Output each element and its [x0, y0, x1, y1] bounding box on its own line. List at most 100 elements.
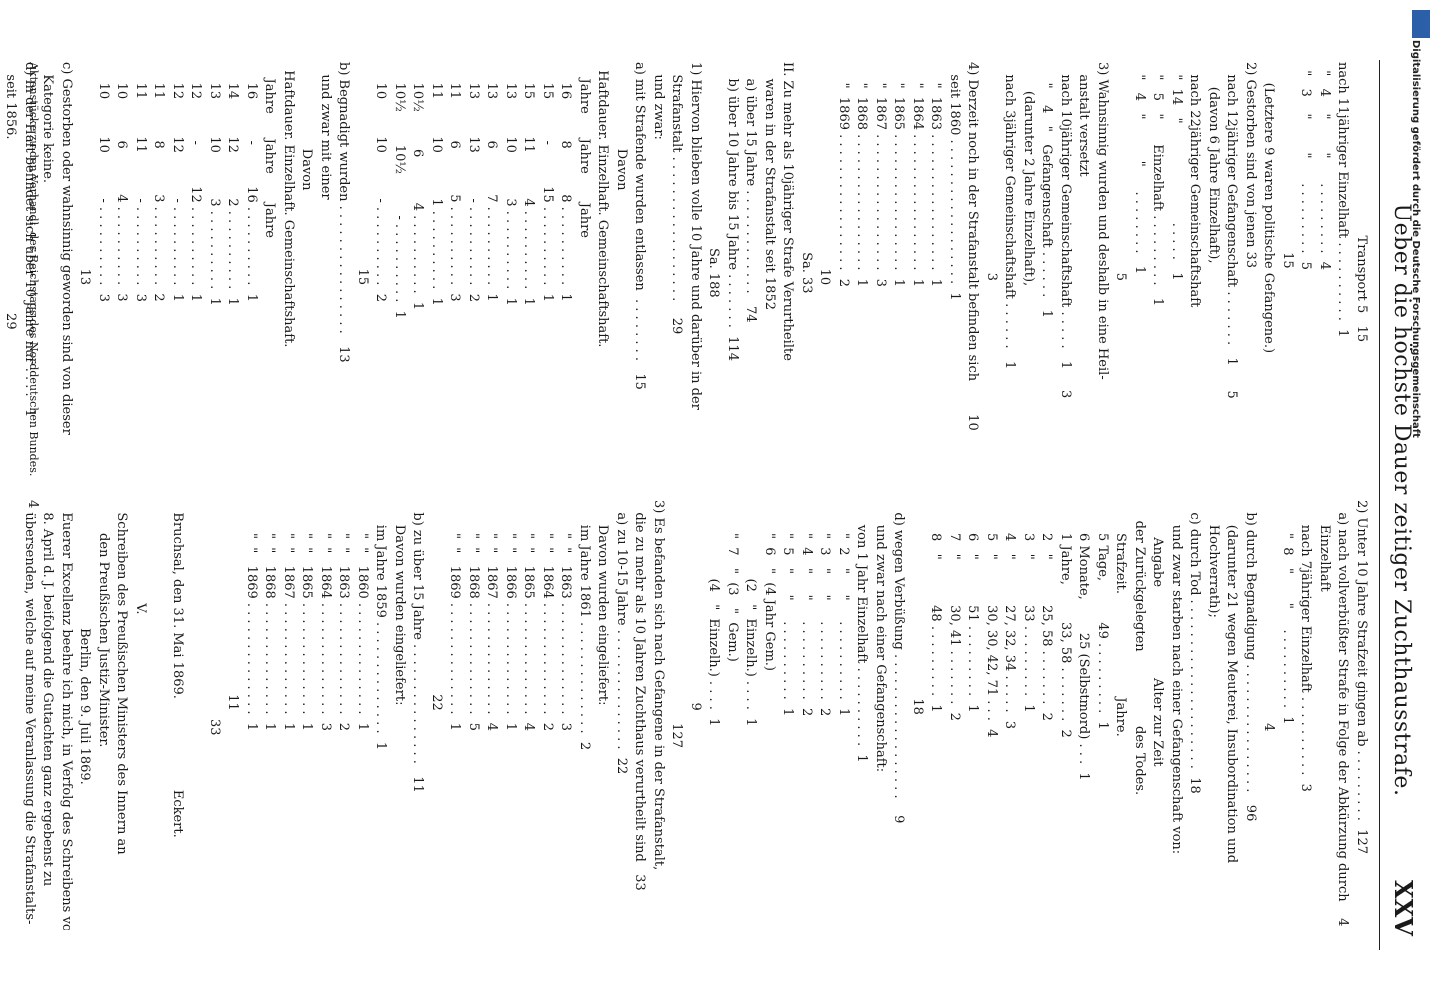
text-line: übersenden, welche auf meine Veranlassun… [22, 500, 37, 925]
text-line [186, 500, 205, 930]
text-line: 5 " 30, 30, 42, 71 . . . 4 [984, 500, 999, 738]
text-line: " 14 " . . . . . 1 [1169, 62, 1184, 281]
text-line: 22 [429, 500, 444, 711]
text-line: " 1864 . . . . . . . . . . . . . . . . .… [910, 62, 925, 288]
text-line: Jahre Jahre Jahre [262, 62, 278, 238]
text-line: (darunter 2 Jahre Einzelhaft), [1021, 62, 1036, 287]
text-line: 10 6 4 . . . . . . . . . . 3 [114, 62, 130, 302]
text-line: " 1869 . . . . . . . . . . . . . . . . .… [836, 62, 851, 288]
text-line: 9 [688, 500, 703, 711]
text-line: 13 6 7 . . . . . . . . . . 1 [484, 62, 500, 302]
text-line: 5 Tage, 49 . . . . . . . . . 1 [1095, 500, 1110, 730]
text-line: Einzelhaft [1317, 500, 1332, 592]
text-line: (davon 6 Jahre Einzelhaft), [1206, 62, 1221, 264]
text-line: Haftdauer. Einzelhaft. Gemeinschaftshaft… [281, 62, 296, 348]
text-line: (2 " Einzelh.) . . . . 1 [743, 500, 759, 727]
text-line: 6 " 51 . . . . . . . . . 1 [965, 500, 981, 713]
text-line: 10 10 - . . . . . . . . . . 2 [373, 62, 389, 302]
text-line: 4) Derzeit noch in der Strafanstalt befi… [965, 62, 981, 431]
text-line: nach 3jähriger Gemeinschaftshaft . . . .… [1002, 62, 1018, 370]
text-line: 10½ 10½ - . . . . . . . . . . 1 [392, 62, 407, 319]
text-line: 18 [910, 500, 925, 715]
text-line: die zu mehr als 10 Jahren Zuchthaus veru… [632, 500, 648, 891]
text-line: nach 10jähriger Gemeinschaftshaft . . . … [1058, 62, 1073, 399]
text-line: 3) Es befanden sich nach Gefangene in de… [651, 500, 666, 871]
text-line: Strafzeit. Jahre. [1113, 500, 1129, 737]
text-line: 12 - 12 . . . . . . . . . . 1 [188, 62, 204, 302]
text-line: 2) Unter 10 Jahre Strafzeit gingen ab . … [1354, 500, 1369, 854]
text-line: (darunter 21 wegen Meuterei, Insubordina… [1224, 500, 1240, 864]
text-line: " " 1867 . . . . . . . . . . . . . . 4 [484, 500, 500, 732]
text-line: b) über 10 Jahre bis 15 Jahre . . . . . … [725, 62, 740, 361]
text-line: im Jahre 1861 . . . . . . . . . . . . . … [577, 500, 592, 751]
text-line: Sa. 33 [799, 62, 814, 294]
text-line: Davon [614, 62, 629, 191]
credit-text: Digitalisierung gefördert durch die Deut… [1410, 40, 1421, 438]
text-line: nach 22jähriger Gemeinschaftshaft [1187, 62, 1203, 308]
text-line: " " 1863 . . . . . . . . . . . . . . 3 [558, 500, 574, 732]
text-line: 13 10 3 . . . . . . . . . . 1 [503, 62, 518, 306]
text-line: " 4 " Gefangenschaft . . . . . . 1 [1039, 62, 1055, 318]
text-line: " " 1868 . . . . . . . . . . . . . . 5 [466, 500, 481, 732]
text-line: nach 7jähriger Einzelhaft . . . . . . . … [1298, 500, 1314, 792]
text-line: " " 1864 . . . . . . . . . . . . . . 3 [318, 500, 333, 732]
text-line: " 6 " (4 Jahr Gem.) [762, 500, 777, 671]
text-line: 16 - 16 . . . . . . . . . . 1 [244, 62, 259, 302]
text-line: " " 1869 . . . . . . . . . . . . . . 1 [244, 500, 259, 732]
text-line: " " 1868 . . . . . . . . . . . . . . 1 [262, 500, 278, 732]
footer-note: Aktenstücke zu den Verhandl. des Reichst… [27, 62, 40, 477]
text-line: " " 1865 . . . . . . . . . . . . . . 4 [521, 500, 537, 732]
text-line: 2 " 25, 58 . . . . . . . 2 [1039, 500, 1055, 721]
text-line: (Letztere 9 waren politische Gefangene.) [1261, 62, 1277, 354]
text-line: " 4 " " . . . . . . . . . 4 [1317, 62, 1332, 271]
text-line: Berlin, den 9. Juli 1869. [77, 500, 93, 785]
text-line: 11 6 5 . . . . . . . . . . 3 [447, 62, 463, 302]
text-line [149, 500, 168, 930]
text-line: Davon wurden eingeliefert: [595, 500, 611, 706]
text-line: Sa. 188 [706, 62, 722, 298]
text-line: " 1863 . . . . . . . . . . . . . . . . .… [928, 62, 944, 288]
text-line: 3) Wahnsinnig wurden und deshalb in eine… [1095, 62, 1110, 380]
text-line: und zwar mit einer [318, 62, 333, 200]
text-line: und zwar starben nach einer Gefangenscha… [1169, 500, 1184, 855]
text-line: seit 1856. 29 [3, 62, 19, 330]
footer-signature: 4 [25, 500, 40, 509]
text-line: den Preußischen Justiz-Minister. [96, 500, 111, 748]
text-line: 4 [1261, 500, 1277, 732]
text-line: waren in der Strafanstalt seit 1852 [762, 62, 777, 310]
text-line: im Jahre 1859 . . . . . . . . . . . . . … [373, 500, 389, 751]
text-line: " 1867 . . . . . . . . . . . . . . . . .… [873, 62, 888, 288]
text-line: 1 Jahre, 33, 58 . . . . . . . 2 [1058, 500, 1073, 738]
text-line: II. Zu mehr als 10jähriger Strafe Verurt… [780, 62, 796, 361]
text-line: Davon [299, 62, 315, 191]
text-line: 15 [355, 62, 370, 286]
text-line: und zwar nach einer Gefangenschaft: [873, 500, 888, 773]
text-line: nach 12jähriger Gefangenschaft . . . . .… [1224, 62, 1240, 399]
text-line: 16 8 8 . . . . . . . . . . 1 [558, 62, 574, 302]
text-line: von 1 Jahr Einzelhaft . . . . . . . . . … [854, 500, 870, 763]
text-line: 6 Monate, 25 (Selbstmord) . . . 1 [1076, 500, 1092, 781]
text-line: 13 13 - . . . . . . . . . . 2 [466, 62, 481, 302]
text-line: d) wegen Verbüßung . . . . . . . . . . .… [891, 500, 907, 824]
text-line: Schreiben des Preußischen Ministers des … [114, 500, 130, 855]
text-line: 8. April d. J. beifolgend die Gutachten … [40, 500, 56, 887]
text-line: anstalt versetzt [1076, 62, 1092, 177]
text-line: 10 10 - . . . . . . . . . . 3 [96, 62, 111, 302]
text-line: 11 8 3 . . . . . . . . . . 2 [151, 62, 167, 302]
text-line: Hochverrath); [1206, 500, 1221, 618]
text-line: c) Gestorben oder wahnsinnig geworden si… [59, 62, 74, 435]
text-line: c) durch Tod . . . . . . . . . . . . . .… [1187, 500, 1203, 794]
text-line: 11 10 1 . . . . . . . . . . 1 [429, 62, 444, 306]
text-line: Jahre Jahre Jahre [577, 62, 592, 238]
dfg-logo [1412, 10, 1430, 38]
text-line: a) nach vollverbüßter Strafe in Folge de… [1335, 500, 1351, 927]
text-line: 12 12 - . . . . . . . . . . 1 [170, 62, 185, 302]
text-line: " 8 " " . . . . . . . . . . 1 [1280, 500, 1295, 725]
text-line: 11 11 - . . . . . . . . . . 3 [133, 62, 148, 302]
text-line: Haftdauer. Einzelhaft. Gemeinschaftshaft… [595, 62, 611, 348]
text-line: Bruchsal, den 31. Mai 1869. Eckert. [170, 500, 185, 838]
text-line: " 2 " " . . . . . . . . . . 1 [836, 500, 851, 717]
page-number: XXV [1389, 880, 1418, 936]
